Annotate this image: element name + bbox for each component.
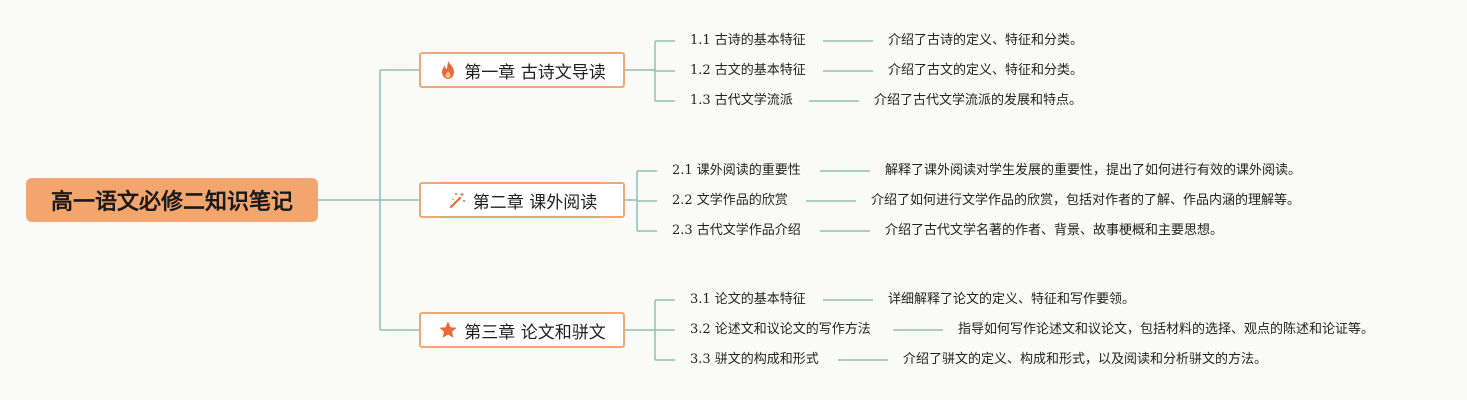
- topic-description[interactable]: 介绍了古代文学名著的作者、背景、故事梗概和主要思想。: [885, 223, 1224, 238]
- topic-description[interactable]: 指导如何写作论述文和议论文，包括材料的选择、观点的陈述和论证等。: [958, 322, 1375, 337]
- topic-label[interactable]: 2.3 古代文学作品介绍: [672, 223, 801, 238]
- chapter-node-2[interactable]: 第二章 课外阅读: [419, 182, 625, 218]
- topic-description[interactable]: 介绍了古诗的定义、特征和分类。: [888, 33, 1084, 48]
- topic-description[interactable]: 介绍了古代文学流派的发展和特点。: [874, 93, 1083, 108]
- chapter-node-3[interactable]: 第三章 论文和骈文: [419, 312, 625, 348]
- topic-label[interactable]: 1.1 古诗的基本特征: [690, 33, 806, 48]
- topic-label[interactable]: 2.1 课外阅读的重要性: [672, 163, 801, 178]
- topic-label[interactable]: 3.2 论述文和议论文的写作方法: [690, 322, 871, 337]
- chapter-title: 第一章 古诗文导读: [464, 62, 606, 83]
- root-title: 高一语文必修二知识笔记: [50, 190, 293, 215]
- topic-label[interactable]: 3.3 骈文的构成和形式: [690, 352, 819, 367]
- chapter-node-1[interactable]: 第一章 古诗文导读: [419, 52, 625, 88]
- magic-wand-icon: [447, 190, 467, 210]
- chapter-title: 第三章 论文和骈文: [464, 322, 606, 343]
- topic-label[interactable]: 1.2 古文的基本特征: [690, 63, 806, 78]
- topic-description[interactable]: 介绍了古文的定义、特征和分类。: [888, 63, 1084, 78]
- topic-label[interactable]: 2.2 文学作品的欣赏: [672, 193, 788, 208]
- topic-description[interactable]: 详细解释了论文的定义、特征和写作要领。: [888, 292, 1136, 307]
- chapter-title: 第二章 课外阅读: [472, 192, 598, 213]
- topic-label[interactable]: 1.3 古代文学流派: [690, 93, 793, 108]
- topic-label[interactable]: 3.1 论文的基本特征: [690, 292, 806, 307]
- topic-description[interactable]: 介绍了如何进行文学作品的欣赏，包括对作者的了解、作品内涵的理解等。: [871, 193, 1301, 208]
- star-icon: [438, 320, 458, 340]
- topic-description[interactable]: 介绍了骈文的定义、构成和形式，以及阅读和分析骈文的方法。: [903, 352, 1268, 367]
- topic-description[interactable]: 解释了课外阅读对学生发展的重要性，提出了如何进行有效的课外阅读。: [885, 163, 1302, 178]
- root-node[interactable]: 高一语文必修二知识笔记: [26, 178, 318, 222]
- fire-icon: [438, 60, 458, 80]
